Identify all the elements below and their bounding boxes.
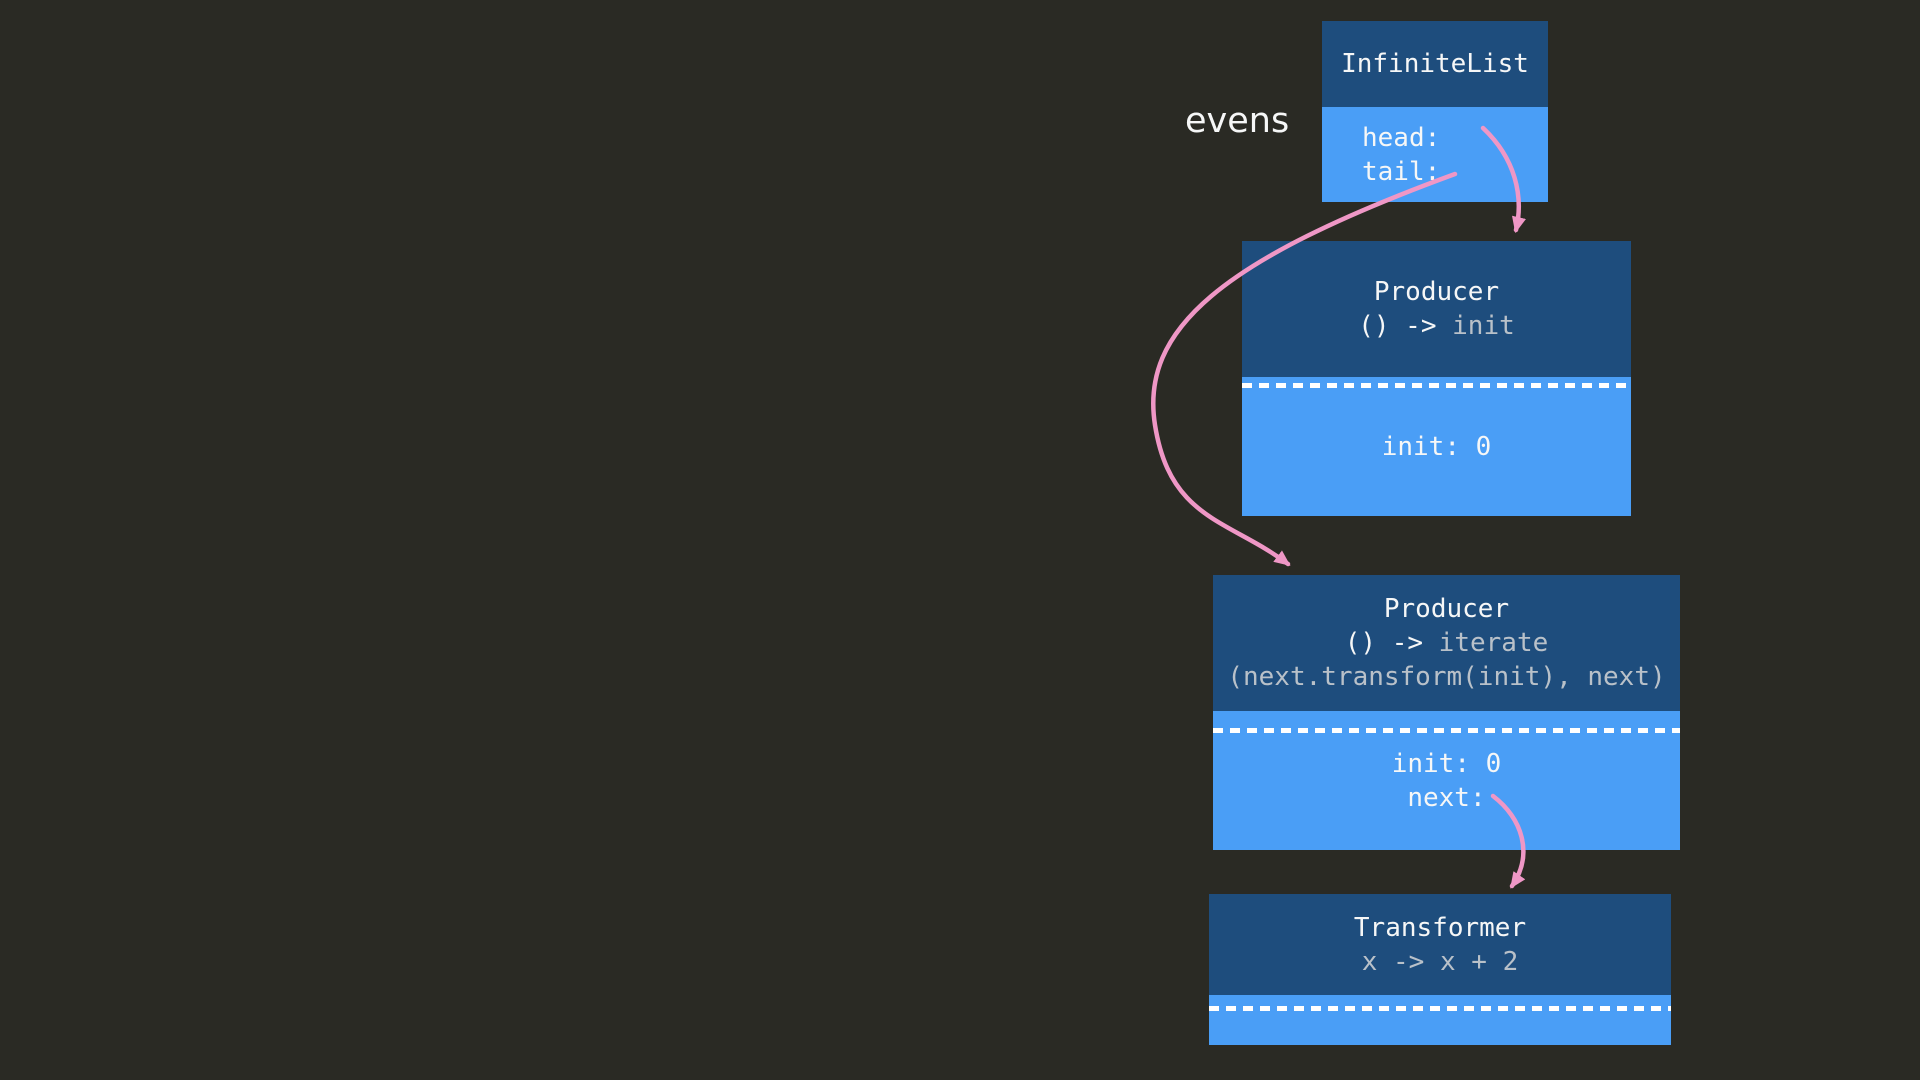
field-init: init: 0	[1381, 431, 1492, 462]
node-transformer-title: Transformer	[1353, 912, 1527, 943]
field-init: init: 0	[1391, 748, 1502, 779]
node-transformer-body	[1209, 995, 1671, 1045]
signature-prefix: () ->	[1358, 311, 1453, 341]
dashed-separator	[1242, 383, 1631, 388]
node-producer-iterate-signature: () -> iterate	[1345, 626, 1549, 660]
node-infinite-list-header: InfiniteList	[1322, 21, 1548, 107]
node-transformer-header: Transformer x -> x + 2	[1209, 894, 1671, 995]
node-producer-iterate: Producer () -> iterate (next.transform(i…	[1213, 575, 1680, 850]
node-producer-init-title: Producer	[1373, 277, 1500, 307]
signature-prefix: () ->	[1344, 628, 1439, 658]
dashed-separator	[1213, 728, 1680, 733]
node-transformer: Transformer x -> x + 2	[1209, 894, 1671, 1045]
node-producer-iterate-body: init: 0 next:	[1213, 711, 1680, 850]
node-producer-init-header: Producer () -> init	[1242, 241, 1631, 377]
node-producer-init-body: init: 0	[1242, 377, 1631, 516]
field-next: next:	[1407, 782, 1486, 813]
dashed-separator	[1209, 1006, 1671, 1011]
node-infinite-list-title: InfiniteList	[1341, 49, 1529, 79]
node-producer-init-signature: () -> init	[1358, 309, 1515, 343]
node-infinite-list-body: head: tail:	[1322, 107, 1548, 202]
signature-body: init	[1452, 311, 1515, 341]
signature-body: iterate	[1438, 628, 1549, 658]
node-producer-iterate-title: Producer	[1383, 594, 1510, 624]
field-tail: tail:	[1362, 156, 1441, 187]
evens-label: evens	[1185, 101, 1290, 141]
node-producer-iterate-signature-line2: (next.transform(init), next)	[1227, 662, 1666, 692]
node-infinite-list: InfiniteList head: tail:	[1322, 21, 1548, 202]
node-producer-init: Producer () -> init init: 0	[1242, 241, 1631, 516]
node-producer-iterate-header: Producer () -> iterate (next.transform(i…	[1213, 575, 1680, 711]
node-transformer-signature: x -> x + 2	[1361, 946, 1519, 977]
field-head: head:	[1362, 122, 1441, 153]
